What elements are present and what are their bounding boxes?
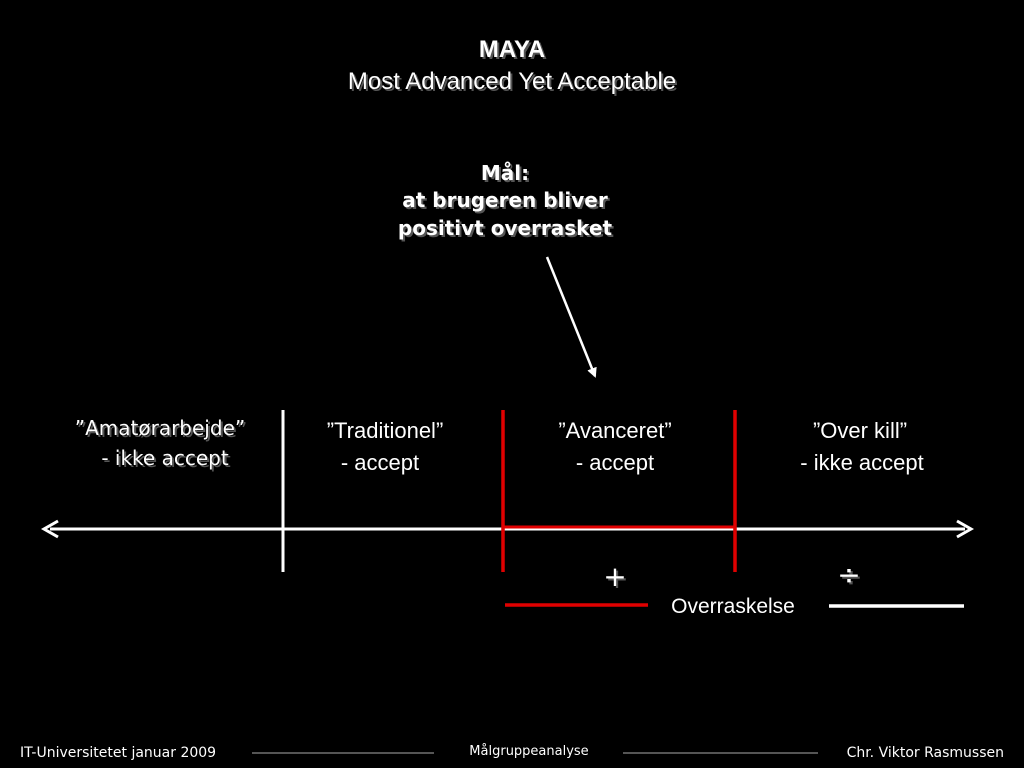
minus-symbol: ÷	[837, 558, 861, 591]
goal-line-2: positivt overrasket	[397, 216, 613, 240]
footer-right: Chr. Viktor Rasmussen	[846, 745, 1004, 761]
goal-pointer-arrow	[545, 256, 597, 378]
footer-center: Målgruppeanalyse	[469, 744, 589, 759]
category-overkill-note: - ikke accept	[800, 450, 924, 475]
category-amatoer-name: ”Amatørarbejde”	[74, 416, 246, 440]
goal-label: Mål:	[480, 161, 530, 185]
goal-line-1: at brugeren bliver	[402, 188, 608, 212]
plus-symbol: +	[603, 560, 627, 593]
category-overkill-name: ”Over kill”	[812, 418, 908, 443]
category-avanceret-name: ”Avanceret”	[558, 418, 672, 443]
slide-title: MAYA	[478, 36, 546, 63]
footer-left: IT-Universitetet januar 2009	[20, 745, 217, 761]
category-traditionel-name: ”Traditionel”	[326, 418, 444, 443]
slide-subtitle: Most Advanced Yet Acceptable	[347, 68, 677, 95]
category-traditionel-note: - accept	[340, 450, 420, 475]
category-avanceret-note: - accept	[575, 450, 655, 475]
axis-arrowhead-left	[40, 519, 59, 539]
surprise-label: Overraskelse	[671, 595, 795, 618]
axis-arrowhead-right	[956, 519, 975, 539]
category-amatoer-note: - ikke accept	[101, 446, 229, 470]
